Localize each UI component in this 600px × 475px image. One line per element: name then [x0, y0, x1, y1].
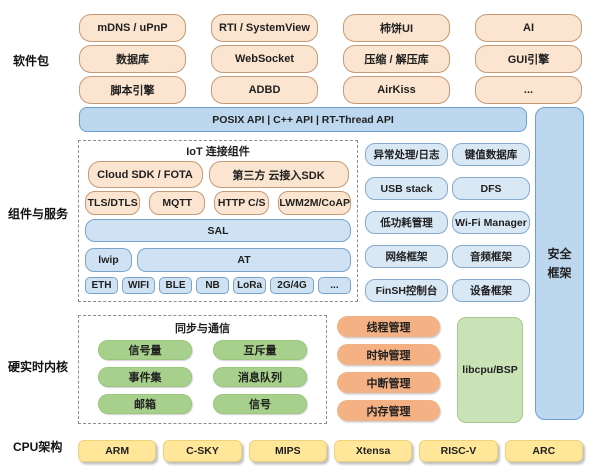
- cpu-arch-box: ARC: [504, 440, 583, 462]
- link-box: BLE: [159, 277, 193, 294]
- iot-protocol-row: TLS/DTLS MQTT HTTP C/S LWM2M/CoAP: [85, 191, 351, 215]
- package-box: ...: [475, 76, 582, 104]
- kernel-mgmt-pill: 内存管理: [337, 400, 440, 421]
- service-box: 键值数据库: [452, 143, 530, 166]
- service-box: 音频框架: [452, 245, 530, 268]
- ipc-pill: 邮箱: [98, 394, 192, 414]
- iot-connectivity-group: IoT 连接组件 Cloud SDK / FOTA 第三方 云接入SDK TLS…: [78, 140, 358, 302]
- lwip-box: lwip: [85, 248, 132, 272]
- package-box: GUI引擎: [475, 45, 582, 73]
- band-label-software-packages: 软件包: [13, 54, 50, 68]
- link-box: LoRa: [233, 277, 267, 294]
- ipc-pill: 消息队列: [213, 367, 307, 387]
- link-box: WIFI: [122, 277, 156, 294]
- sync-grid: 信号量 互斥量 事件集 消息队列 邮箱 信号: [98, 340, 307, 414]
- section-software-packages: mDNS / uPnP RTI / SystemView 柿饼UI AI 数据库…: [79, 14, 582, 104]
- ipc-pill: 事件集: [98, 367, 192, 387]
- kernel-management-column: 线程管理 时钟管理 中断管理 内存管理: [337, 316, 440, 421]
- sync-communication-group: 同步与通信 信号量 互斥量 事件集 消息队列 邮箱 信号: [78, 315, 327, 424]
- link-box: ETH: [85, 277, 119, 294]
- link-box: ...: [317, 277, 351, 294]
- service-box: 异常处理/日志: [365, 143, 448, 166]
- libcpu-bsp-box: libcpu/BSP: [457, 317, 523, 423]
- iot-box: 第三方 云接入SDK: [208, 161, 349, 188]
- api-bar: POSIX API | C++ API | RT-Thread API: [79, 107, 527, 132]
- cpu-arch-box: Xtensa: [333, 440, 413, 462]
- section-cpu-architectures: ARM C-SKY MIPS Xtensa RISC-V ARC: [78, 440, 583, 462]
- ipc-pill: 信号: [213, 394, 307, 414]
- package-box: AirKiss: [343, 76, 450, 104]
- package-box: 数据库: [79, 45, 186, 73]
- band-label-cpu-arch: CPU架构: [13, 440, 63, 454]
- link-layer-row: ETH WIFI BLE NB LoRa 2G/4G ...: [85, 277, 351, 294]
- at-box: AT: [137, 248, 351, 272]
- link-box: NB: [196, 277, 230, 294]
- ipc-pill: 信号量: [98, 340, 192, 360]
- iot-box: Cloud SDK / FOTA: [87, 161, 203, 188]
- iot-box: LWM2M/CoAP: [278, 191, 351, 215]
- cpu-arch-box: C-SKY: [163, 440, 242, 462]
- band-label-components-services: 组件与服务: [8, 207, 69, 221]
- cpu-arch-box: MIPS: [248, 440, 327, 462]
- ipc-pill: 互斥量: [213, 340, 307, 360]
- service-box: Wi-Fi Manager: [452, 211, 530, 234]
- kernel-mgmt-pill: 中断管理: [337, 372, 440, 393]
- sync-group-title: 同步与通信: [175, 323, 230, 335]
- iot-sdk-row: Cloud SDK / FOTA 第三方 云接入SDK: [85, 161, 351, 188]
- iot-group-title: IoT 连接组件: [186, 146, 250, 158]
- network-stack-row: lwip AT: [85, 248, 351, 272]
- service-box: USB stack: [365, 177, 448, 200]
- service-box: DFS: [452, 177, 530, 200]
- service-box: 网络框架: [365, 245, 448, 268]
- cpu-arch-box: ARM: [78, 440, 157, 462]
- package-box: 压缩 / 解压库: [343, 45, 450, 73]
- package-box: AI: [475, 14, 582, 42]
- cpu-arch-box: RISC-V: [419, 440, 498, 462]
- package-box: RTI / SystemView: [211, 14, 318, 42]
- security-framework-label-line1: 安全: [547, 246, 572, 261]
- iot-box: MQTT: [149, 191, 205, 215]
- package-box: WebSocket: [211, 45, 318, 73]
- iot-box: HTTP C/S: [213, 191, 270, 215]
- kernel-mgmt-pill: 时钟管理: [337, 344, 440, 365]
- package-box: ADBD: [211, 76, 318, 104]
- package-box: 柿饼UI: [343, 14, 450, 42]
- security-framework-label-line2: 框架: [547, 265, 572, 280]
- service-box: 低功耗管理: [365, 211, 448, 234]
- service-box: 设备框架: [452, 279, 530, 302]
- band-label-realtime-kernel: 硬实时内核: [8, 360, 69, 374]
- sal-bar: SAL: [85, 219, 351, 242]
- kernel-mgmt-pill: 线程管理: [337, 316, 440, 337]
- link-box: 2G/4G: [270, 277, 314, 294]
- service-box: FinSH控制台: [365, 279, 448, 302]
- security-framework-bar: 安全 框架: [535, 107, 584, 420]
- package-box: 脚本引擎: [79, 76, 186, 104]
- section-component-services: 异常处理/日志 键值数据库 USB stack DFS 低功耗管理 Wi-Fi …: [365, 143, 530, 302]
- iot-box: TLS/DTLS: [85, 191, 141, 215]
- package-box: mDNS / uPnP: [79, 14, 186, 42]
